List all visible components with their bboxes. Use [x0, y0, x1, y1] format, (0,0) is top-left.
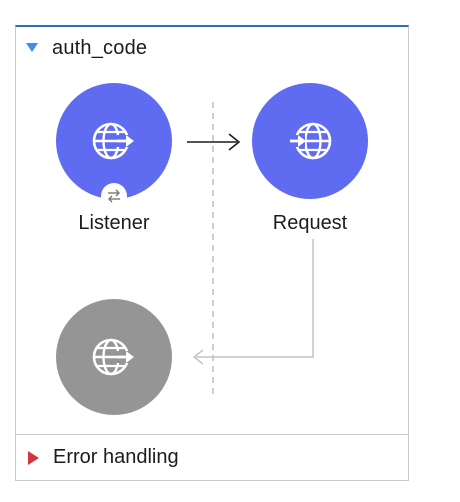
request-node[interactable]: [252, 83, 368, 199]
collapsed-triangle-icon[interactable]: [28, 450, 39, 465]
response-node[interactable]: [56, 299, 172, 415]
flow-title: auth_code: [52, 36, 148, 59]
error-handling-label: Error handling: [53, 446, 179, 468]
return-path-line: [196, 239, 314, 358]
globe-outbound-icon: [290, 122, 332, 160]
swap-badge: [101, 183, 127, 209]
flow-arrow-head: [228, 133, 241, 151]
flow-container: auth_code Li: [15, 25, 409, 481]
error-handling-section[interactable]: Error handling: [16, 434, 408, 480]
request-label: Request: [272, 212, 348, 234]
flow-header[interactable]: auth_code: [26, 35, 147, 61]
globe-inbound-icon: [92, 122, 134, 160]
flow-canvas: [187, 102, 314, 399]
expand-triangle-icon[interactable]: [26, 42, 38, 52]
swap-arrows-icon: [108, 189, 120, 203]
listener-node[interactable]: [56, 83, 172, 209]
listener-label: Listener: [78, 212, 150, 234]
globe-inbound-icon: [92, 338, 134, 376]
return-arrow-head: [192, 349, 204, 365]
